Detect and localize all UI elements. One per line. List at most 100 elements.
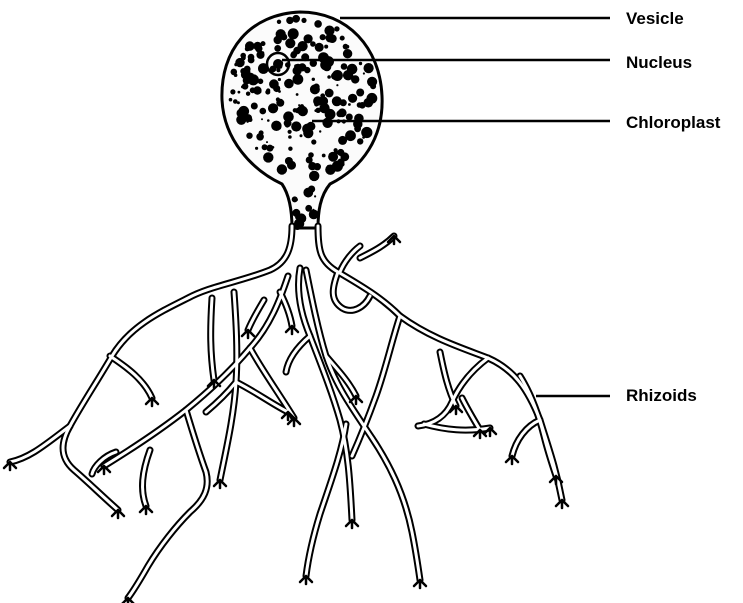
granule — [343, 70, 353, 80]
granule — [278, 78, 281, 81]
granule — [346, 114, 353, 121]
granule — [348, 103, 351, 106]
granule — [325, 89, 334, 98]
rhizoid-tip — [140, 506, 152, 514]
granule — [311, 139, 316, 144]
granule — [306, 157, 313, 164]
granule — [354, 125, 361, 132]
granule — [298, 41, 308, 51]
granule — [274, 45, 281, 52]
rhizoid-tip — [506, 456, 518, 464]
rhizoid-tip — [122, 598, 134, 603]
granule — [355, 76, 357, 78]
granule — [286, 17, 293, 24]
granule — [336, 110, 343, 117]
granule — [320, 34, 326, 40]
granule — [261, 41, 266, 46]
rhizoid-tip — [300, 576, 312, 584]
granule — [284, 79, 294, 89]
granule — [364, 63, 374, 73]
granule — [315, 43, 324, 52]
granule — [357, 138, 363, 144]
granule — [309, 171, 319, 181]
granule — [267, 119, 270, 122]
granule — [334, 148, 338, 152]
nucleus-core — [273, 59, 283, 69]
granule — [230, 89, 235, 94]
granule — [234, 63, 237, 66]
granule — [263, 152, 273, 162]
granule — [312, 78, 315, 81]
granule — [356, 89, 364, 97]
granule — [345, 130, 356, 141]
granule — [259, 67, 264, 72]
granule — [261, 51, 264, 54]
rhizoids — [4, 226, 568, 603]
granule — [266, 145, 273, 152]
rhizoid-tip — [556, 500, 568, 508]
granule — [340, 99, 347, 106]
granule — [265, 90, 270, 95]
granule — [245, 41, 255, 51]
rhizoid-tip — [146, 398, 158, 406]
granule — [340, 36, 345, 41]
label-vesicle: Vesicle — [626, 10, 684, 27]
granule — [314, 163, 321, 170]
rhizoid-branch-lumen — [462, 398, 480, 430]
granule — [293, 74, 304, 85]
granule — [288, 135, 292, 139]
granule — [295, 215, 300, 220]
granule — [324, 26, 334, 36]
granule — [291, 121, 301, 131]
granule — [299, 76, 301, 78]
granule — [268, 103, 278, 113]
granule — [241, 56, 246, 61]
granule — [286, 38, 293, 45]
granule — [298, 104, 300, 106]
granule — [277, 20, 281, 24]
granule — [314, 20, 322, 28]
granule — [309, 210, 319, 220]
rhizoid-tip — [346, 520, 358, 528]
granule — [255, 147, 258, 150]
granule — [308, 186, 315, 193]
granule — [359, 62, 362, 65]
granule — [322, 154, 326, 158]
granule — [334, 26, 339, 31]
granule — [251, 103, 258, 110]
rhizoid-tip — [112, 510, 124, 518]
granule — [283, 111, 294, 122]
granule — [324, 45, 328, 49]
granule — [258, 90, 262, 94]
granule — [248, 54, 255, 61]
granule — [332, 70, 343, 81]
granule — [306, 193, 310, 197]
granule — [256, 133, 264, 141]
granule — [343, 44, 349, 50]
granule — [310, 84, 320, 94]
rhizoid-tip — [286, 326, 298, 334]
granule — [325, 165, 335, 175]
granule — [341, 63, 348, 70]
granule — [261, 118, 263, 120]
granule — [244, 66, 251, 73]
granule — [357, 102, 363, 108]
granule — [339, 162, 344, 167]
rhizoid-branch-lumen — [63, 426, 118, 510]
granule — [288, 130, 292, 134]
granule — [269, 79, 279, 89]
granule — [263, 146, 266, 149]
granule — [363, 72, 365, 74]
rhizoid-branch — [110, 356, 152, 398]
rhizoid-tip — [414, 580, 426, 588]
granule — [266, 141, 268, 143]
granule — [319, 103, 329, 113]
granule — [319, 130, 321, 132]
rhizoid-branch — [286, 336, 310, 372]
granule — [234, 73, 238, 77]
granule — [314, 195, 316, 197]
rhizoid-tip — [214, 480, 226, 488]
granule — [238, 91, 241, 94]
